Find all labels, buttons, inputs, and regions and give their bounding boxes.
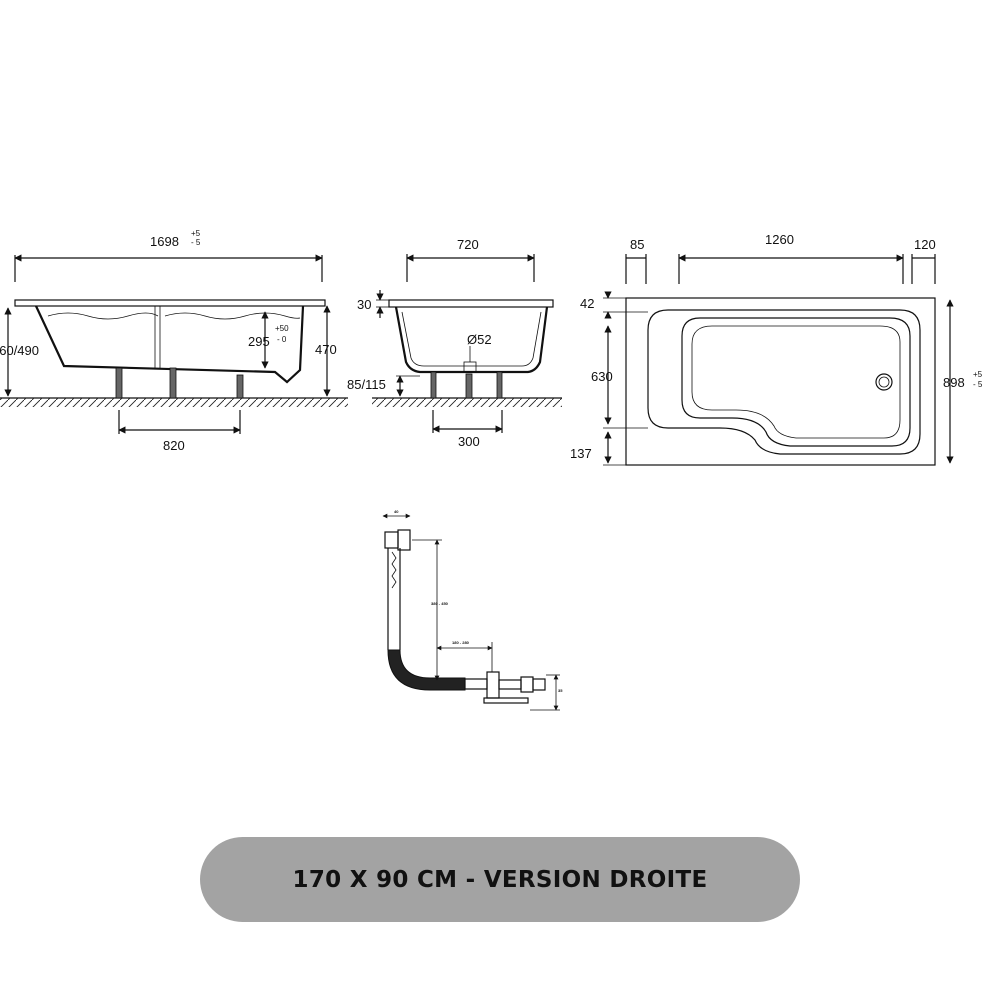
tub-basin-inner	[681, 317, 911, 447]
floor-hatch	[0, 398, 348, 407]
waste-height-range-label: 380 - 450	[431, 601, 449, 606]
side-length-tol-plus: +5	[191, 229, 201, 238]
waste-horizontal-range-label: 180 - 280	[452, 640, 470, 645]
top-right-margin-label: 120	[914, 237, 936, 252]
tub-foot	[169, 367, 177, 399]
tub-rim-end	[388, 299, 554, 308]
top-bottom-margin-label: 137	[570, 446, 592, 461]
waste-detail: 40 380 - 450 180 - 280 35	[382, 509, 563, 711]
side-length-tol-minus: - 5	[191, 238, 201, 247]
top-top-margin-label: 42	[580, 296, 594, 311]
side-inner-depth-label: 295	[248, 334, 270, 349]
tub-foot	[115, 367, 123, 399]
top-overall-width-tol-minus: - 5	[973, 380, 983, 389]
tub-foot	[496, 371, 503, 399]
side-feet-spacing-label: 820	[163, 438, 185, 453]
top-inner-width-label: 630	[591, 369, 613, 384]
side-inner-depth-tol-plus: +50	[275, 324, 289, 333]
end-feet-spacing-label: 300	[458, 434, 480, 449]
side-height-range-label: 460/490	[0, 343, 39, 358]
waste-trap	[486, 671, 500, 699]
tub-foot	[430, 371, 437, 399]
waste-pipe-bend	[387, 649, 466, 691]
tub-foot	[465, 373, 473, 399]
side-inner-depth-tol-minus: - 0	[277, 335, 287, 344]
top-overall-width-label: 898	[943, 375, 965, 390]
version-banner-text: 170 X 90 CM - VERSION DROITE	[292, 866, 708, 893]
top-left-margin-label: 85	[630, 237, 644, 252]
top-overall-width-tol-plus: +5	[973, 370, 983, 379]
side-total-height-label: 470	[315, 342, 337, 357]
tub-foot	[236, 374, 244, 399]
overflow-fitting	[397, 529, 411, 551]
waste-trap-height-label: 35	[558, 688, 563, 693]
end-foot-height-label: 85/115	[347, 377, 386, 392]
waste-top-offset-label: 40	[394, 509, 399, 514]
top-inner-length-label: 1260	[765, 232, 794, 247]
tub-basin-outer	[647, 309, 921, 455]
end-view: Ø52 720 30 85/115 300	[347, 237, 562, 449]
drain-icon	[875, 373, 893, 391]
version-banner: 170 X 90 CM - VERSION DROITE	[200, 837, 800, 922]
end-rim-label: 30	[357, 297, 371, 312]
end-width-label: 720	[457, 237, 479, 252]
tub-body	[35, 305, 305, 384]
side-length-label: 1698	[150, 234, 179, 249]
floor-hatch	[372, 398, 562, 407]
top-view: 85 1260 120 42 630 137 898 +5 - 5	[570, 232, 983, 466]
tub-outline-top	[625, 297, 936, 466]
tub-rim	[14, 299, 326, 307]
side-view: 1698 +5 - 5 460/490 295 +50 - 0 470 820	[0, 229, 348, 453]
end-drain-diameter-label: Ø52	[467, 332, 492, 347]
